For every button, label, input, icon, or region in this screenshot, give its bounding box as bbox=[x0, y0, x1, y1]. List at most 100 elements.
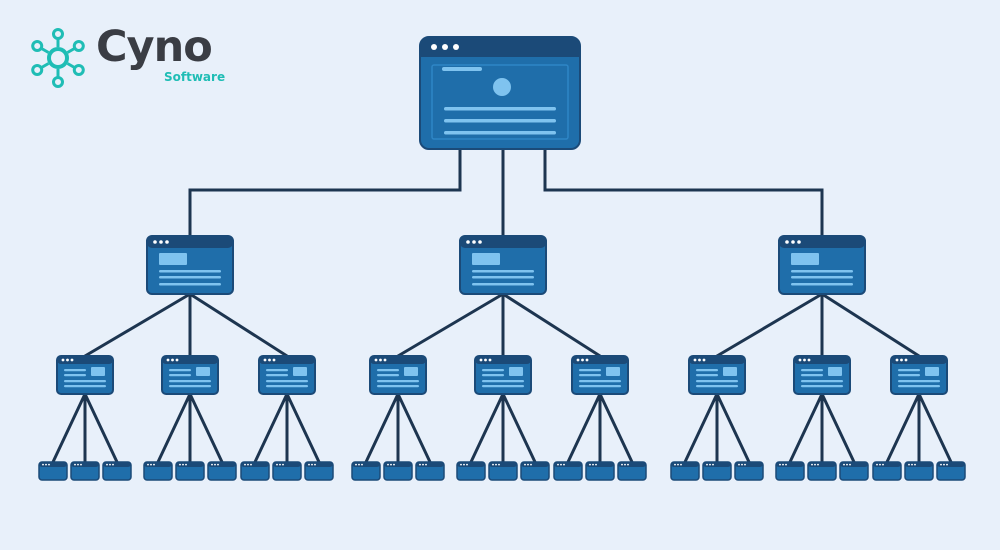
window-titlebar bbox=[57, 356, 113, 364]
window-dot bbox=[175, 358, 179, 362]
window-dot bbox=[214, 463, 216, 466]
leaf-page-node bbox=[585, 461, 615, 481]
window-dot bbox=[45, 463, 47, 466]
network-hub-icon bbox=[31, 28, 85, 88]
window-dot bbox=[460, 463, 462, 466]
leaf-page-node bbox=[70, 461, 100, 481]
window-titlebar bbox=[554, 462, 582, 467]
window-titlebar bbox=[241, 462, 269, 467]
content-line bbox=[482, 369, 504, 372]
window-dot bbox=[61, 358, 65, 362]
window-dot bbox=[355, 463, 357, 466]
connector-section-subpage bbox=[501, 292, 602, 358]
window-dot bbox=[379, 358, 382, 362]
window-dot bbox=[943, 463, 945, 466]
window-dot bbox=[442, 44, 448, 50]
content-image bbox=[925, 367, 939, 376]
content-line bbox=[696, 385, 738, 388]
node-layer bbox=[38, 36, 966, 481]
leaf-page-node bbox=[456, 461, 486, 481]
content-line bbox=[472, 276, 534, 279]
connector-section-subpage bbox=[715, 292, 824, 358]
window-dot bbox=[272, 358, 276, 362]
connector-section-subpage bbox=[83, 292, 192, 358]
window-dot bbox=[904, 358, 908, 362]
leaf-page-node bbox=[415, 461, 445, 481]
connector-layer bbox=[51, 147, 953, 464]
window-dot bbox=[387, 463, 389, 466]
window-dot bbox=[153, 463, 155, 466]
connector-subpage-leaf bbox=[364, 392, 400, 464]
window-dot bbox=[358, 463, 360, 466]
window-titlebar bbox=[259, 356, 315, 364]
leaf-page-node bbox=[383, 461, 413, 481]
content-line bbox=[579, 380, 621, 383]
window-dot bbox=[77, 463, 79, 466]
window-titlebar bbox=[891, 356, 947, 364]
window-titlebar bbox=[475, 356, 531, 364]
connector-section-subpage bbox=[396, 292, 505, 358]
leaf-page-node bbox=[143, 461, 173, 481]
content-image bbox=[159, 253, 187, 265]
subpage-node bbox=[890, 355, 948, 395]
content-line bbox=[377, 369, 399, 372]
content-line bbox=[801, 380, 843, 383]
content-line bbox=[64, 385, 106, 388]
window-dot bbox=[744, 463, 746, 466]
leaf-page-node bbox=[553, 461, 583, 481]
window-dot bbox=[159, 240, 163, 244]
window-titlebar bbox=[937, 462, 965, 467]
window-dot bbox=[425, 463, 427, 466]
window-dot bbox=[807, 358, 811, 362]
window-dot bbox=[557, 463, 559, 466]
leaf-page-node bbox=[272, 461, 302, 481]
window-dot bbox=[879, 463, 881, 466]
window-dot bbox=[589, 463, 591, 466]
content-line bbox=[159, 276, 221, 279]
window-dot bbox=[624, 463, 626, 466]
content-line bbox=[696, 380, 738, 383]
window-dot bbox=[276, 463, 278, 466]
window-dot bbox=[911, 463, 913, 466]
window-dot bbox=[70, 358, 74, 362]
content-line bbox=[64, 374, 86, 377]
window-dot bbox=[390, 463, 392, 466]
content-line bbox=[482, 380, 524, 383]
leaf-page-node bbox=[936, 461, 966, 481]
window-titlebar bbox=[147, 236, 233, 248]
window-titlebar bbox=[457, 462, 485, 467]
section-page-node bbox=[459, 235, 547, 295]
connector-subpage-leaf bbox=[885, 392, 921, 464]
content-line bbox=[472, 283, 534, 286]
content-line bbox=[159, 270, 221, 273]
window-dot bbox=[741, 463, 743, 466]
leaf-page-node bbox=[904, 461, 934, 481]
window-dot bbox=[527, 463, 529, 466]
content-avatar bbox=[493, 78, 511, 96]
content-line bbox=[482, 374, 504, 377]
content-line bbox=[696, 369, 718, 372]
content-line bbox=[482, 385, 524, 388]
window-dot bbox=[946, 463, 948, 466]
window-titlebar bbox=[416, 462, 444, 467]
window-dot bbox=[308, 463, 310, 466]
logo-node bbox=[72, 64, 85, 76]
window-dot bbox=[244, 463, 246, 466]
window-dot bbox=[374, 358, 378, 362]
content-line bbox=[159, 283, 221, 286]
window-dot bbox=[150, 463, 152, 466]
window-dot bbox=[702, 358, 706, 362]
leaf-page-node bbox=[775, 461, 805, 481]
window-dot bbox=[592, 463, 594, 466]
subpage-node bbox=[161, 355, 219, 395]
window-dot bbox=[247, 463, 249, 466]
connector-subpage-leaf bbox=[598, 392, 634, 464]
window-dot bbox=[74, 463, 76, 466]
window-dot bbox=[393, 463, 395, 466]
content-line bbox=[169, 385, 211, 388]
window-titlebar bbox=[370, 356, 426, 364]
content-line bbox=[801, 385, 843, 388]
content-line bbox=[444, 107, 556, 111]
window-titlebar bbox=[208, 462, 236, 467]
window-dot bbox=[803, 358, 806, 362]
